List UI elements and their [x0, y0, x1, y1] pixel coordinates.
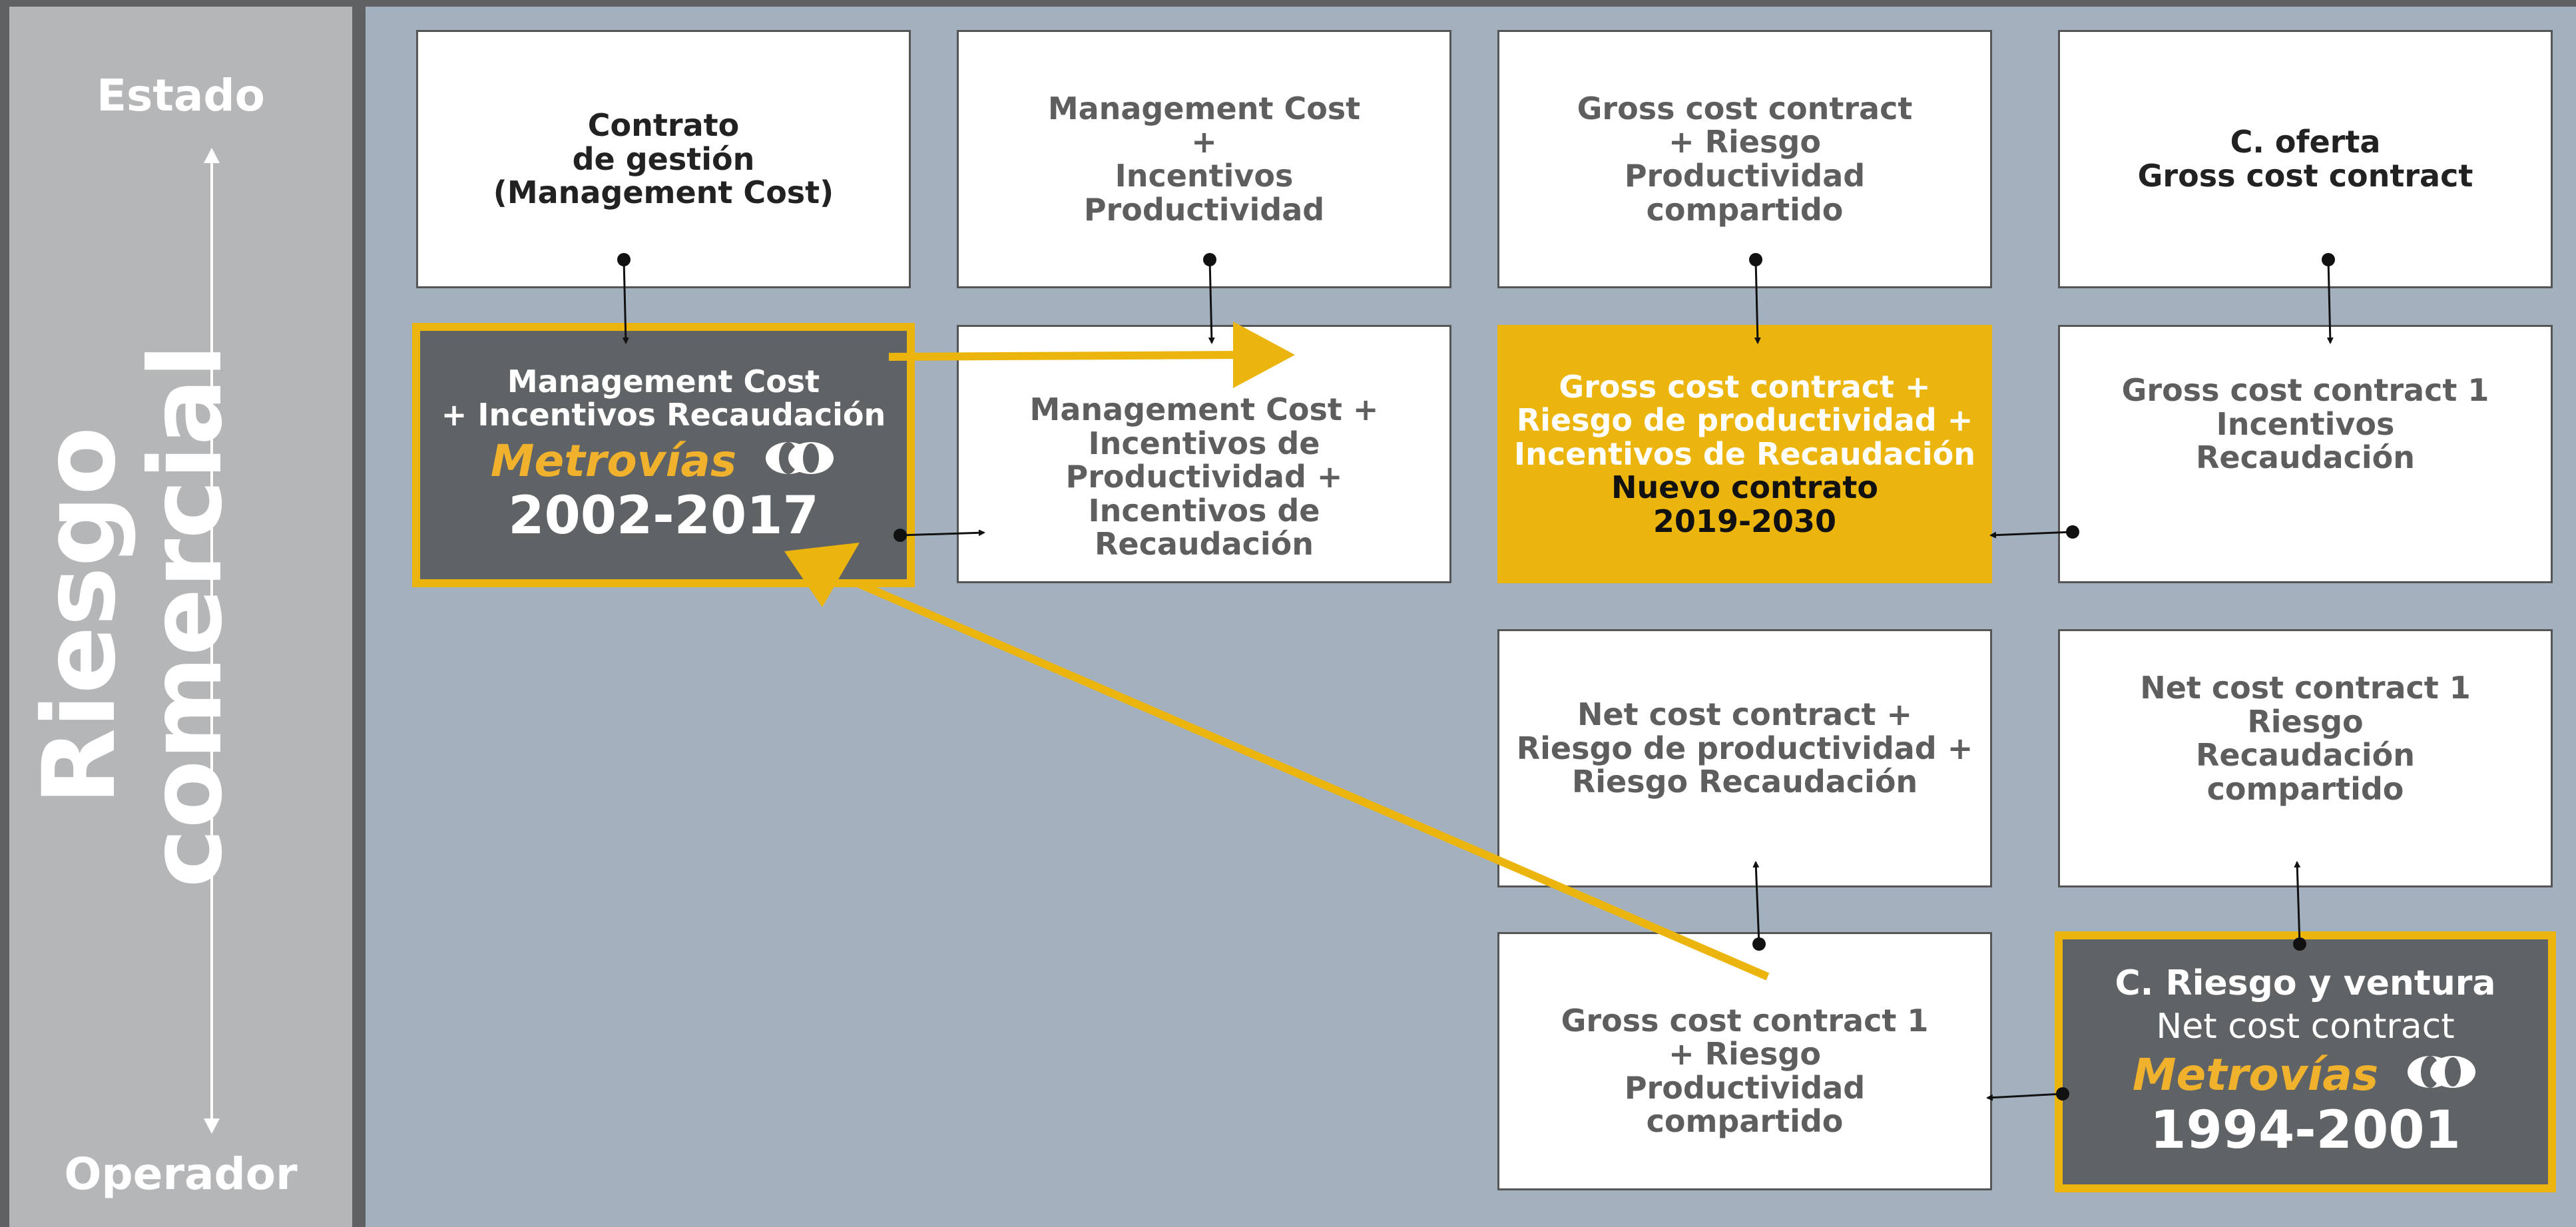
box-line: + Riesgo — [1669, 1036, 1821, 1073]
years-range: 2002-2017 — [508, 486, 819, 547]
connector-arrow — [1752, 861, 1766, 951]
box-management-cost-incentivos: Management Cost + Incentivos de Producti… — [957, 325, 1451, 583]
sidebar-panel — [9, 7, 352, 1227]
connector-arrow — [1203, 253, 1216, 344]
box-line: de gestión — [572, 140, 755, 177]
box-line: Net cost contract 1 — [2140, 670, 2471, 706]
box-line: + Riesgo — [1669, 124, 1821, 160]
sidebar-divider — [352, 7, 366, 1227]
metrovias-logo-icon — [763, 438, 836, 485]
box-line: Gross cost contract — [2137, 158, 2473, 194]
box-line: Incentivos de Recaudación — [1514, 435, 1975, 472]
box-line: Gross cost contract + — [1559, 368, 1931, 405]
box-line: C. oferta — [2230, 124, 2381, 160]
box-line: Productividad — [1083, 191, 1325, 228]
box-line: Incentivos de — [1088, 492, 1320, 529]
box-line: Recaudación — [2195, 439, 2416, 476]
box-line: Incentivos — [2216, 405, 2395, 442]
brand-row: Metrovías — [491, 437, 836, 486]
box-line: (Management Cost) — [493, 174, 834, 211]
box-net-cost-riesgo-productividad: Net cost contract + Riesgo de productivi… — [1497, 629, 1992, 887]
connector-arrow — [1749, 253, 1762, 344]
box-subtitle: Net cost contract — [2156, 1006, 2455, 1047]
box-nuevo-contrato: Gross cost contract + Riesgo de producti… — [1497, 325, 1992, 583]
box-net-cost-riesgo-recaudacion: Net cost contract 1 Riesgo Recaudación c… — [2058, 629, 2553, 887]
box-line: Gross cost contract — [1577, 90, 1913, 126]
box-line: + — [1191, 124, 1217, 160]
box-line: Gross cost contract 1 — [2121, 372, 2489, 408]
axis-bottom-label: Operador — [64, 1148, 298, 1200]
box-line: Recaudación — [2195, 737, 2416, 774]
box-line: Recaudación — [1094, 526, 1314, 563]
box-line: Incentivos — [1115, 158, 1294, 194]
connector-arrow — [1986, 1087, 2069, 1101]
box-line: Riesgo de productividad + — [1516, 730, 1973, 766]
box-line: Productividad — [1624, 1069, 1866, 1106]
transition-arrow — [784, 543, 1770, 981]
new-contract-label: Nuevo contrato — [1611, 469, 1878, 506]
brand-name: Metrovías — [2132, 1049, 2379, 1101]
years-range: 1994-2001 — [2150, 1100, 2461, 1160]
box-line: compartido — [1646, 1103, 1844, 1140]
connector-arrow — [2322, 253, 2335, 344]
axis-top-label: Estado — [96, 70, 266, 121]
box-line: Management Cost — [507, 363, 820, 399]
box-gross-cost-riesgo-productividad: Gross cost contract + Riesgo Productivid… — [1497, 30, 1992, 288]
brand-name: Metrovías — [490, 435, 737, 487]
box-oferta-gross-cost: C. oferta Gross cost contract — [2058, 30, 2553, 288]
box-contrato-gestion: Contrato de gestión (Management Cost) — [416, 30, 911, 288]
box-gross-cost-incentivos-recaudacion: Gross cost contract 1 Incentivos Recauda… — [2058, 325, 2553, 583]
connector-arrow — [617, 253, 631, 344]
metrovias-logo-icon — [2405, 1052, 2478, 1099]
box-line: Management Cost — [1047, 90, 1361, 126]
box-line: Contrato — [587, 107, 740, 144]
box-line: compartido — [2206, 770, 2404, 807]
box-line: Incentivos de — [1088, 425, 1320, 461]
box-line: Riesgo Recaudación — [1571, 764, 1918, 800]
axis-arrow — [204, 148, 220, 1134]
connector-arrow — [894, 529, 985, 542]
connector-arrow — [2293, 861, 2306, 951]
box-line: Management Cost + — [1029, 391, 1379, 428]
box-gross-cost-productividad-compartido: Gross cost contract 1 + Riesgo Productiv… — [1497, 932, 1992, 1190]
new-contract-years: 2019-2030 — [1653, 503, 1837, 539]
brand-row: Metrovías — [2133, 1051, 2478, 1100]
box-title: C. Riesgo y ventura — [2115, 963, 2496, 1003]
box-metrovias-1994-2001: C. Riesgo y ventura Net cost contract Me… — [2055, 931, 2556, 1192]
box-line: Productividad + — [1065, 459, 1343, 495]
box-line: Gross cost contract 1 — [1561, 1002, 1929, 1039]
connector-arrow — [1989, 525, 2079, 539]
box-metrovias-2002-2017: Management Cost + Incentivos Recaudación… — [412, 323, 915, 587]
transition-arrow — [888, 322, 1295, 388]
box-line: Productividad — [1624, 158, 1866, 194]
box-line: compartido — [1646, 191, 1844, 228]
box-management-cost-productividad: Management Cost + Incentivos Productivid… — [957, 30, 1451, 288]
box-line: + Incentivos Recaudación — [441, 397, 886, 433]
box-line: Riesgo de productividad + — [1516, 402, 1973, 439]
box-line: Riesgo — [2247, 703, 2364, 740]
box-line: Net cost contract + — [1577, 696, 1913, 732]
